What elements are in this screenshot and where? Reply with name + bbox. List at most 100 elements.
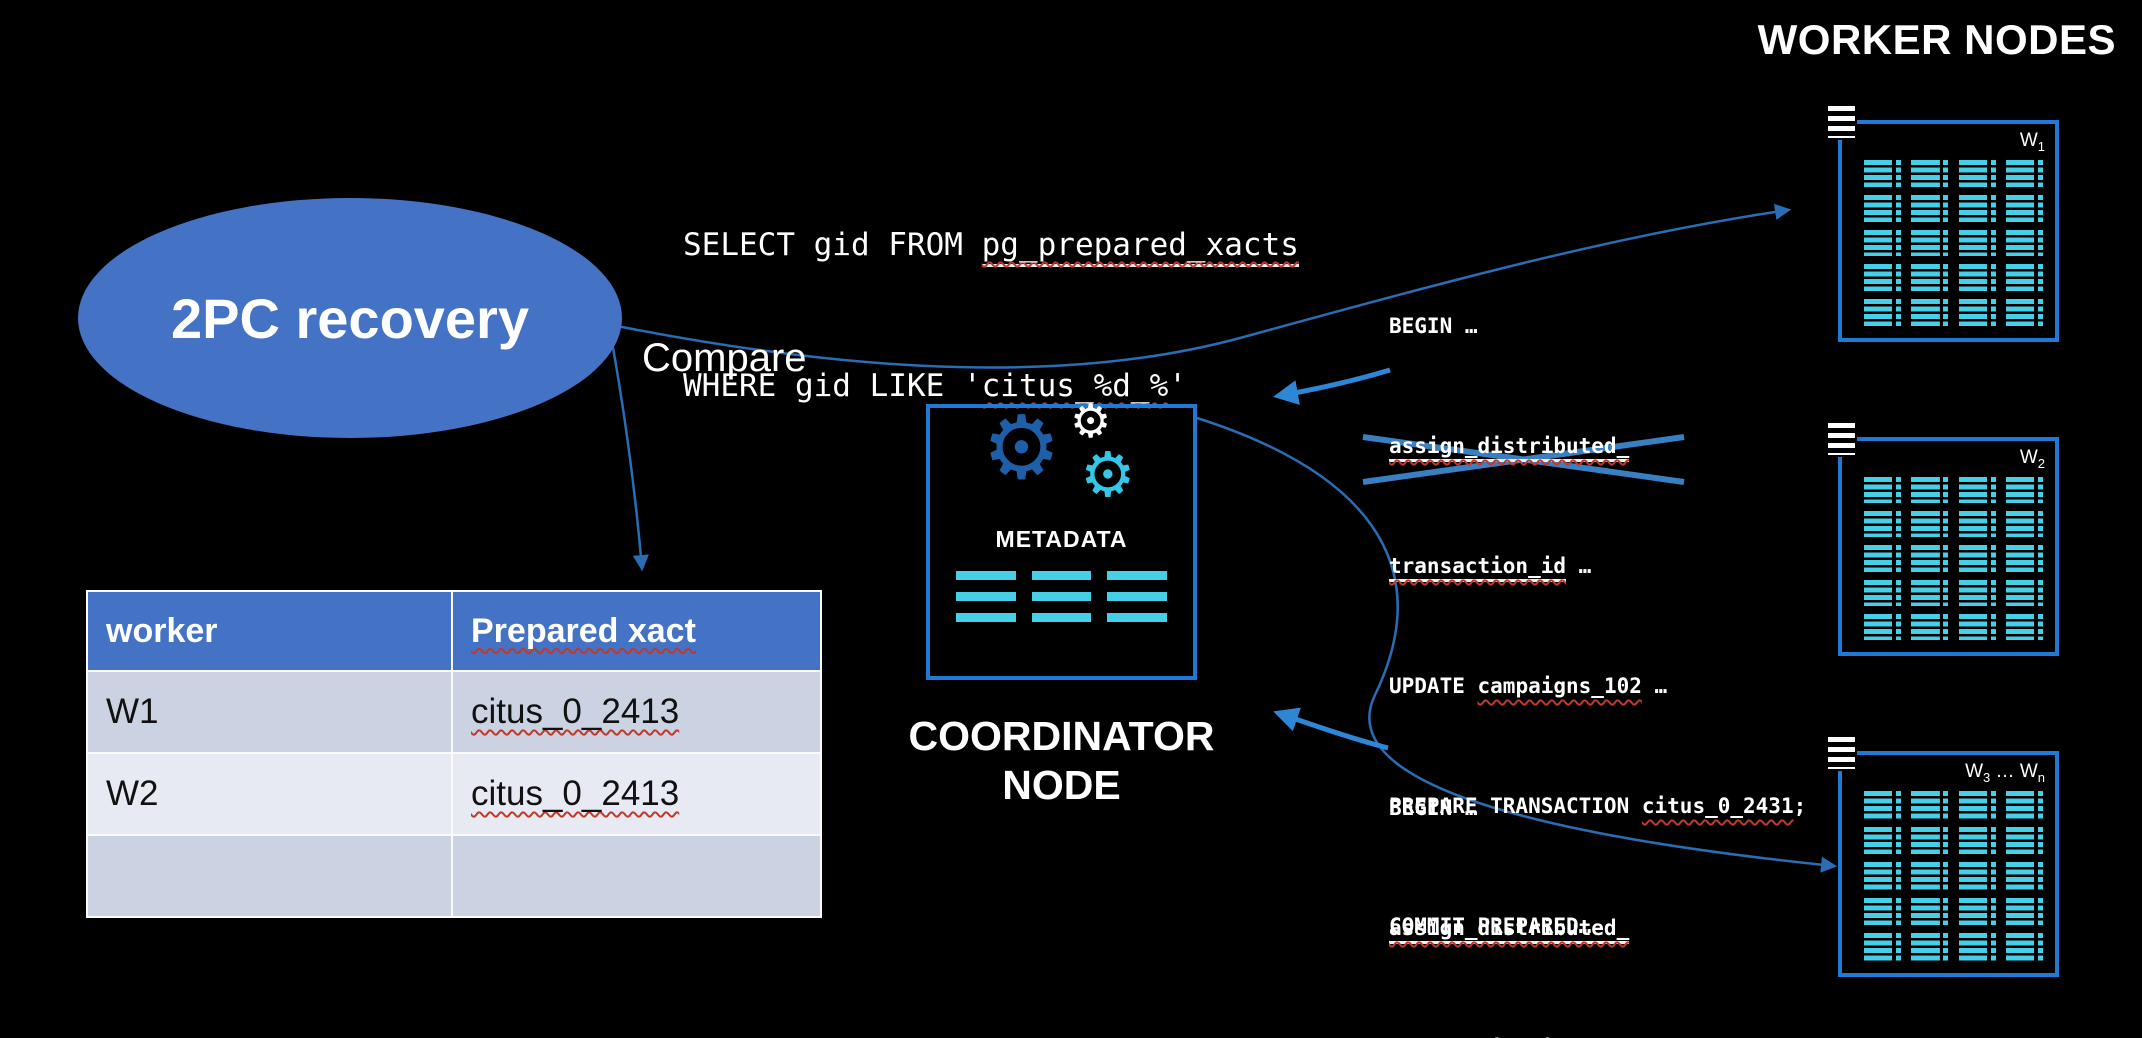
database-icon bbox=[1911, 933, 1949, 961]
database-icon bbox=[1958, 264, 1996, 292]
xact-cell bbox=[451, 834, 822, 918]
sql-identifier: citus_%d_% bbox=[981, 368, 1169, 408]
database-icon bbox=[1911, 299, 1949, 326]
list-bar-icon bbox=[1031, 592, 1092, 601]
database-icon bbox=[2005, 299, 2043, 326]
database-icon bbox=[1911, 579, 1949, 606]
list-bar-icon bbox=[956, 592, 1016, 601]
worker-node-box-2: W2 bbox=[1826, 421, 2059, 656]
database-icon bbox=[2005, 511, 2043, 538]
column-header-worker: worker bbox=[86, 590, 453, 672]
tx-line: transaction_id … bbox=[1389, 546, 1806, 586]
database-icon bbox=[1911, 229, 1949, 257]
arrow-ellipse-to-table bbox=[610, 341, 649, 572]
list-bar-icon bbox=[1031, 571, 1092, 580]
database-icon bbox=[2005, 579, 2043, 606]
database-icon bbox=[2005, 477, 2043, 504]
database-icon bbox=[2005, 264, 2043, 292]
sql-identifier: pg_prepared_xacts bbox=[981, 227, 1299, 267]
database-icon bbox=[1864, 229, 1902, 257]
list-bar-icon bbox=[1107, 571, 1167, 580]
database-icon bbox=[1864, 545, 1902, 572]
tx-line-crossed-out: COMMIT PREPARED… bbox=[1389, 914, 1592, 938]
database-icon bbox=[1864, 862, 1902, 890]
database-icon bbox=[1864, 933, 1902, 961]
database-icon bbox=[1958, 897, 1996, 926]
database-icon bbox=[1958, 791, 1996, 819]
database-icon bbox=[1911, 862, 1949, 890]
server-stack-icon bbox=[1826, 735, 1857, 771]
worker-label: W3 … Wn bbox=[1965, 761, 2045, 785]
database-icon bbox=[1958, 613, 1996, 640]
tx-line: BEGIN … bbox=[1389, 796, 1478, 820]
sql-text: WHERE gid LIKE ' bbox=[683, 368, 982, 404]
transaction-block-1: BEGIN … assign_distributed_ transaction_… bbox=[1389, 226, 1806, 1026]
database-icon bbox=[1958, 511, 1996, 538]
table-header-row: worker Prepared xact bbox=[86, 590, 822, 672]
database-icon bbox=[1911, 160, 1949, 187]
coordinator-node-label: COORDINATOR NODE bbox=[896, 712, 1227, 810]
database-icon bbox=[1911, 264, 1949, 292]
list-bar-icon bbox=[956, 613, 1016, 622]
worker-cell: W2 bbox=[86, 752, 453, 836]
server-stack-icon bbox=[1826, 421, 1857, 457]
coordinator-label-line1: COORDINATOR bbox=[908, 713, 1215, 759]
database-icon bbox=[1911, 477, 1949, 504]
database-icon bbox=[1911, 897, 1949, 926]
sql-text: ' bbox=[1168, 368, 1187, 404]
database-icon bbox=[1864, 511, 1902, 538]
gear-icon: ⚙ bbox=[1070, 394, 1112, 448]
database-icon bbox=[1864, 477, 1902, 504]
sql-query: SELECT gid FROM pg_prepared_xacts WHERE … bbox=[683, 128, 1299, 504]
database-icon bbox=[1958, 229, 1996, 257]
list-bar-icon bbox=[956, 571, 1016, 580]
database-icon bbox=[1958, 160, 1996, 187]
worker-node-box-1: W1 bbox=[1826, 104, 2059, 342]
worker-label: W1 bbox=[2019, 130, 2045, 154]
sql-line-2: WHERE gid LIKE 'citus_%d_%' bbox=[683, 363, 1299, 410]
table-row: W2 citus_0_2413 bbox=[86, 752, 822, 836]
list-bar-icon bbox=[1107, 613, 1167, 622]
database-icon bbox=[1958, 299, 1996, 326]
database-icon bbox=[1958, 194, 1996, 222]
database-icon bbox=[1864, 897, 1902, 926]
database-icon bbox=[1911, 545, 1949, 572]
column-header-prepared-xact: Prepared xact bbox=[451, 590, 822, 672]
tx-line: BEGIN … bbox=[1389, 314, 1478, 338]
prepared-xact-table: worker Prepared xact W1 citus_0_2413 W2 … bbox=[86, 590, 822, 918]
shard-grid bbox=[1864, 791, 2043, 961]
database-icon bbox=[1958, 579, 1996, 606]
ellipse-label: 2PC recovery bbox=[170, 286, 529, 350]
database-icon bbox=[1911, 826, 1949, 855]
table-row bbox=[86, 834, 822, 918]
worker-label: W2 bbox=[2019, 447, 2045, 471]
tx-line: assign_distributed_ bbox=[1389, 908, 1806, 948]
sql-line-1: SELECT gid FROM pg_prepared_xacts bbox=[683, 222, 1299, 269]
tx-line: assign_distributed_ bbox=[1389, 426, 1806, 466]
arrow-tx2-to-coordinator bbox=[1273, 707, 1389, 751]
database-icon bbox=[1958, 933, 1996, 961]
database-icon bbox=[2005, 545, 2043, 572]
worker-cell: W1 bbox=[86, 670, 453, 754]
database-icon bbox=[1864, 299, 1902, 326]
2pc-recovery-ellipse: 2PC recovery bbox=[78, 198, 622, 438]
gear-icon: ⚙ bbox=[1080, 438, 1136, 511]
database-icon bbox=[2005, 229, 2043, 257]
tx-line: UPDATE campaigns_102 … bbox=[1389, 674, 1668, 698]
database-icon bbox=[1864, 160, 1902, 187]
database-icon bbox=[1911, 613, 1949, 640]
metadata-list-icon bbox=[930, 553, 1193, 622]
database-icon bbox=[1864, 264, 1902, 292]
database-icon bbox=[1864, 613, 1902, 640]
worker-node-box-3: W3 … Wn bbox=[1826, 735, 2059, 977]
shard-grid bbox=[1864, 160, 2043, 326]
database-icon bbox=[1864, 579, 1902, 606]
transaction-block-2: BEGIN … assign_distributed_ transaction_… bbox=[1389, 708, 1806, 1038]
xact-cell: citus_0_2413 bbox=[451, 670, 822, 754]
database-icon bbox=[2005, 791, 2043, 819]
sql-text: SELECT gid FROM bbox=[683, 227, 982, 263]
tx-line: transaction_id … bbox=[1389, 1028, 1806, 1038]
database-icon bbox=[2005, 160, 2043, 187]
worker-cell bbox=[86, 834, 453, 918]
